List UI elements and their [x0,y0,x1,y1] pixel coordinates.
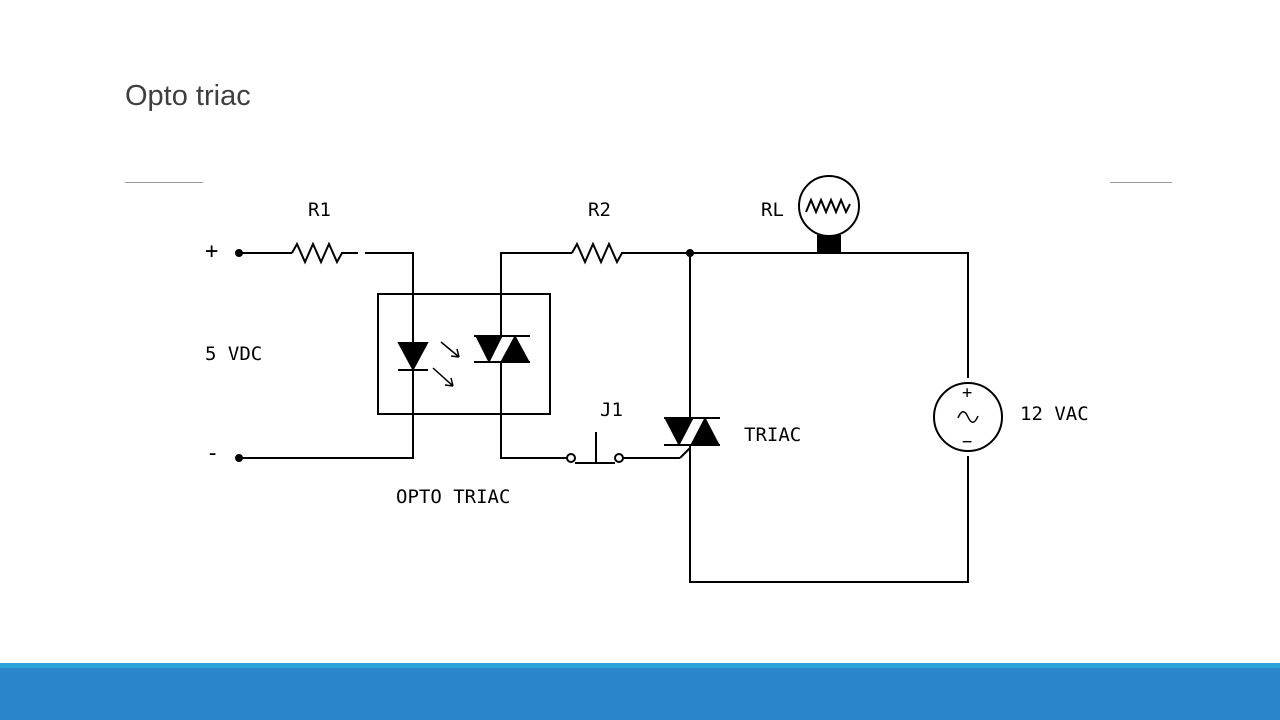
ac-source-12vac [933,382,1003,452]
slide-title: Opto triac [125,80,251,112]
label-plus: + [205,239,218,264]
label-j1: J1 [600,399,623,421]
wire-opto-j1 [500,362,567,459]
label-triac: TRIAC [744,424,801,446]
wire-top-right [690,252,969,378]
j1-terminal [614,453,624,463]
light-arrow-icon [440,341,460,358]
label-12vac: 12 VAC [1020,403,1089,425]
resistor-r1 [291,241,358,265]
led-symbol [397,342,429,372]
ac-wave-icon [957,411,979,423]
opto-triac-symbol [475,336,503,364]
title-rule-right [1110,182,1172,183]
jumper-j1 [575,432,615,464]
resistor-r2 [571,241,690,265]
label-ac-plus: + [962,383,972,403]
footer-stripe [0,663,1280,668]
label-opto-triac: OPTO TRIAC [396,486,510,508]
triac-symbol [664,418,694,447]
opto-coupler-box [377,293,551,415]
label-minus: - [206,441,219,466]
label-r2: R2 [588,199,611,221]
wire-opto-r2 [500,252,572,336]
label-rl: RL [761,199,784,221]
wire-led-minus [239,371,414,459]
j1-terminal [566,453,576,463]
lamp-rl-base [817,235,841,254]
title-rule-left [125,182,203,183]
label-5vdc: 5 VDC [205,343,262,365]
footer-bar [0,668,1280,720]
light-arrow-icon [432,367,454,387]
label-ac-minus: − [962,432,972,452]
circuit-schematic: R1 R2 RL + - 5 VDC J1 TRIAC OPTO TRIAC 1… [205,175,1089,583]
wire-r1-led [365,252,414,343]
label-r1: R1 [308,199,331,221]
